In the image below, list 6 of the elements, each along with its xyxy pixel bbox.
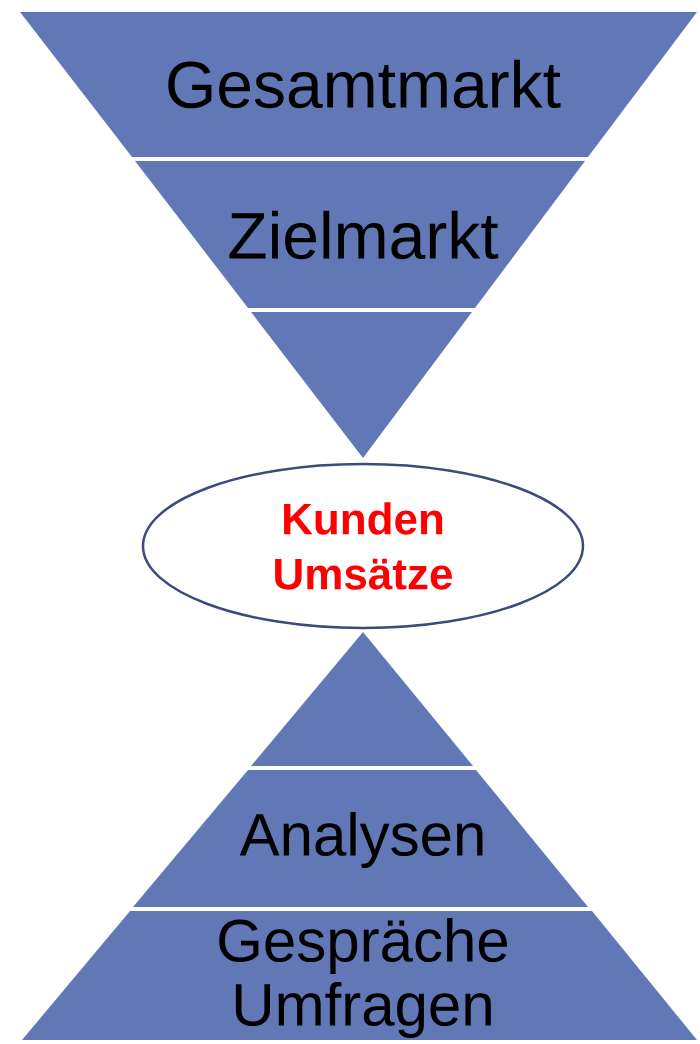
funnel-triangle [251,312,472,458]
funnel-band: Gesamtmarkt [20,12,697,157]
funnel-band: Analysen [133,770,588,907]
funnel-triangle [251,632,473,766]
funnel-band: Zielmarkt [135,161,585,308]
funnel-band: Gespräche Umfragen [22,911,697,1040]
